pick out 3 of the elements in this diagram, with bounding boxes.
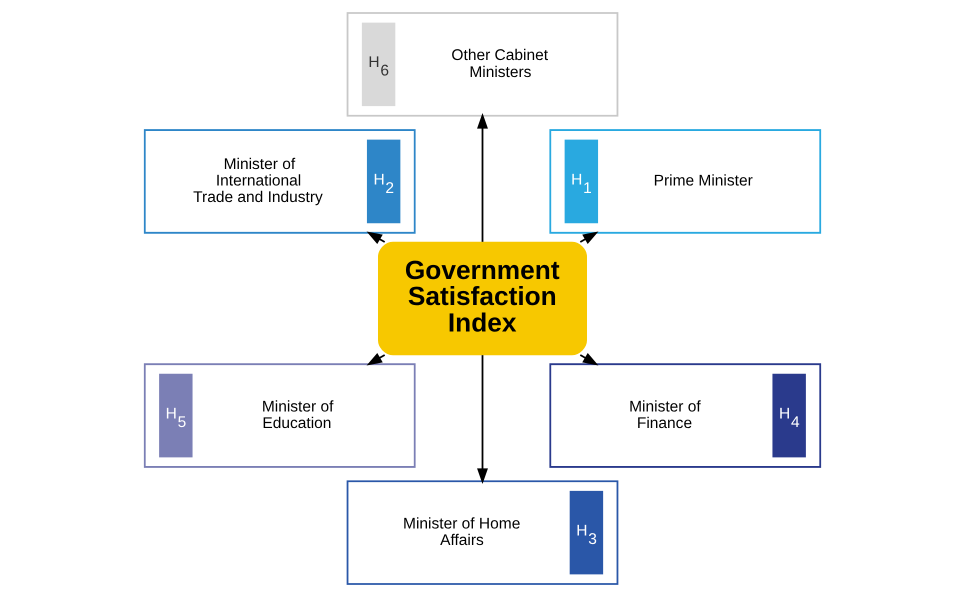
arrow (476, 113, 488, 242)
arrow (476, 355, 488, 484)
node-box: Government Satisfaction Index (378, 242, 586, 356)
